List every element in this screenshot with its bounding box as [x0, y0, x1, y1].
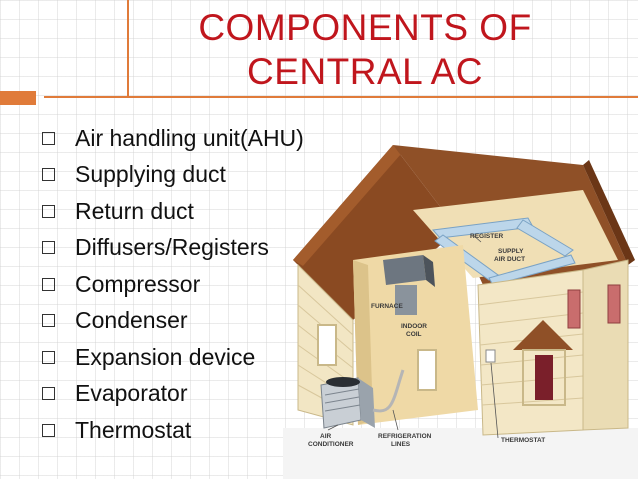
window — [607, 284, 621, 324]
label-conditioner: CONDITIONER — [308, 441, 354, 448]
roof-left — [293, 145, 458, 320]
list-item-label: Expansion device — [75, 343, 256, 370]
list-item-label: Return duct — [75, 197, 194, 224]
slide-title: COMPONENTS OF CENTRAL AC — [130, 6, 600, 94]
list-item-label: Diffusers/Registers — [75, 234, 269, 261]
square-bullet-icon — [42, 168, 55, 182]
square-bullet-icon — [42, 277, 55, 291]
square-bullet-icon — [42, 314, 55, 328]
label-indoor-2: COIL — [406, 331, 422, 338]
outdoor-ac-unit — [320, 377, 375, 429]
list-item-label: Thermostat — [75, 416, 192, 443]
list-item-label: Air handling unit(AHU) — [75, 124, 304, 151]
label-thermostat: THERMOSTAT — [501, 437, 545, 444]
square-bullet-icon — [42, 387, 55, 401]
list-item: Air handling unit(AHU) — [42, 120, 304, 157]
list-item: Supplying duct — [42, 157, 304, 194]
window — [567, 289, 581, 329]
list-item-label: Compressor — [75, 270, 201, 297]
window — [417, 349, 437, 391]
list-item-label: Supplying duct — [75, 161, 226, 188]
label-air: AIR — [320, 433, 332, 440]
label-furnace: FURNACE — [371, 303, 403, 310]
porch-roof — [513, 320, 573, 350]
list-item: Compressor — [42, 266, 304, 303]
list-item: Evaporator — [42, 376, 304, 413]
list-item: Condenser — [42, 303, 304, 340]
list-item: Return duct — [42, 193, 304, 230]
title-left-rule — [127, 0, 129, 96]
component-list: Air handling unit(AHU) Supplying duct Re… — [42, 120, 304, 449]
furnace-unit — [383, 255, 426, 285]
square-bullet-icon — [42, 241, 55, 255]
right-facade — [582, 259, 629, 431]
label-register: REGISTER — [470, 233, 504, 240]
list-item-label: Evaporator — [75, 380, 188, 407]
window — [317, 324, 337, 366]
slide-title-line-2: CENTRAL AC — [247, 51, 483, 92]
label-supply-1: SUPPLY — [498, 248, 524, 255]
square-bullet-icon — [42, 204, 55, 218]
interior-cutaway — [353, 245, 478, 425]
list-item: Expansion device — [42, 339, 304, 376]
label-lines: LINES — [391, 441, 411, 448]
label-supply-2: AIR DUCT — [494, 256, 525, 263]
slide-title-line-1: COMPONENTS OF — [198, 7, 532, 48]
square-bullet-icon — [42, 423, 55, 437]
refrigeration-lines — [372, 369, 405, 413]
title-underline-rule — [44, 96, 638, 98]
label-indoor-1: INDOOR — [401, 323, 427, 330]
front-door — [535, 355, 553, 400]
square-bullet-icon — [42, 350, 55, 364]
square-bullet-icon — [42, 131, 55, 145]
central-ac-house-illustration: REGISTER SUPPLY AIR DUCT FURNACE INDOOR … — [283, 110, 638, 479]
list-item: Diffusers/Registers — [42, 230, 304, 267]
list-item-label: Condenser — [75, 307, 188, 334]
label-refrigeration: REFRIGERATION — [378, 433, 432, 440]
list-item: Thermostat — [42, 412, 304, 449]
thermostat-device — [485, 349, 496, 363]
accent-block — [0, 91, 36, 105]
